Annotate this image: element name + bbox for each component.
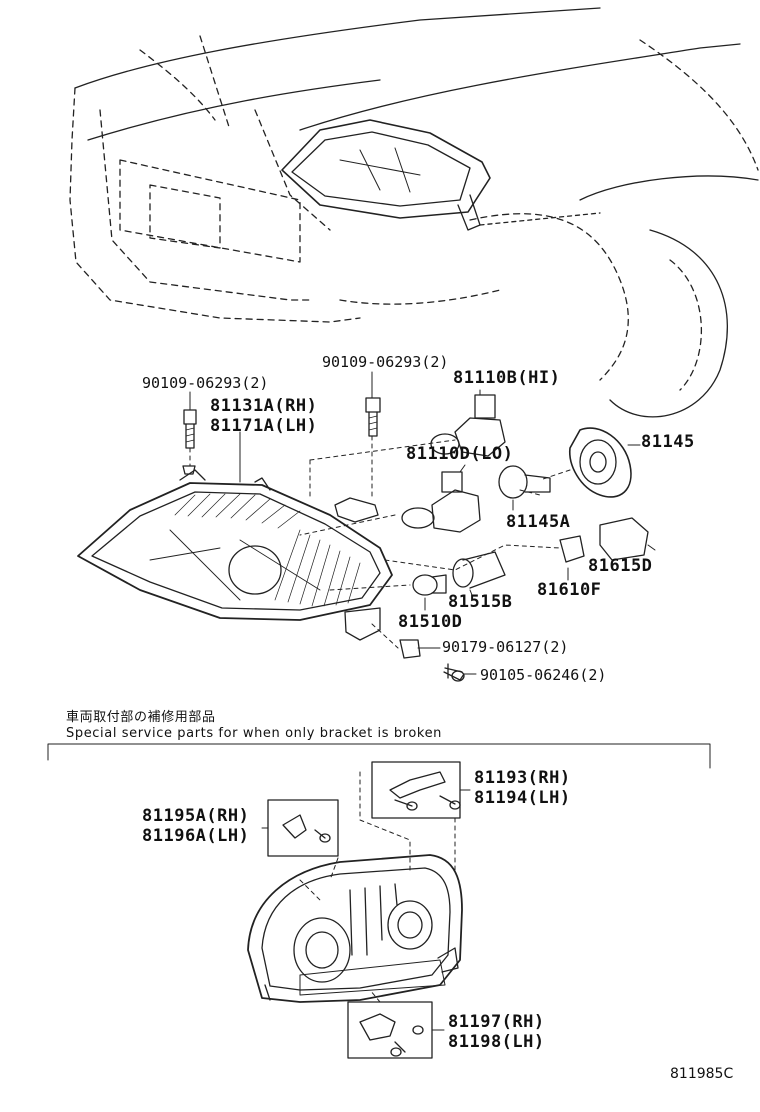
label-bracket-upper-lh: 81194(LH) <box>474 788 571 808</box>
label-socket-b: 81515B <box>448 592 513 612</box>
label-bulb-hi: 81110B(HI) <box>453 368 561 388</box>
label-cap-a: 81145A <box>506 512 571 532</box>
bolt-right-icon <box>334 397 381 523</box>
label-socket-d: 81615D <box>588 556 653 576</box>
cap-a-icon <box>498 465 551 499</box>
leader-lines <box>189 371 656 675</box>
label-bulb-d: 81510D <box>398 612 463 632</box>
note-english: Special service parts for when only brac… <box>66 726 443 741</box>
bulb-hi-icon <box>430 394 506 457</box>
label-socket-cover: 81145 <box>641 432 695 452</box>
side-bracket-icon <box>267 799 339 857</box>
label-bracket-side-lh: 81196A(LH) <box>142 826 250 846</box>
lower-bracket-icon <box>347 1001 433 1059</box>
bulb-lo-icon <box>401 471 481 533</box>
socket-b-icon <box>452 551 506 589</box>
diagram-code: 811985C <box>670 1066 734 1082</box>
screw-icon <box>443 663 465 682</box>
label-bulb-f: 81610F <box>537 580 602 600</box>
label-unit-lh: 81171A(LH) <box>210 416 318 436</box>
bulb-f-icon <box>559 535 585 563</box>
label-bracket-lower-rh: 81197(RH) <box>448 1012 545 1032</box>
label-bulb-lo: 81110D(LO) <box>406 444 514 464</box>
label-bolt-right: 90109-06293(2) <box>322 353 449 371</box>
label-unit-rh: 81131A(RH) <box>210 396 318 416</box>
guide-lines <box>189 435 571 649</box>
label-bracket-lower-lh: 81198(LH) <box>448 1032 545 1052</box>
label-bolt-left: 90109-06293(2) <box>142 374 269 392</box>
label-nut: 90179-06127(2) <box>442 638 569 656</box>
socket-cover-icon <box>569 427 632 498</box>
socket-d-icon <box>599 517 649 561</box>
bracket-section-frame <box>47 743 711 769</box>
bulb-d-icon <box>412 574 447 596</box>
bracket-leader-lines <box>261 789 471 1031</box>
label-bracket-upper-rh: 81193(RH) <box>474 768 571 788</box>
note-japanese: 車両取付部の補修用部品 <box>66 710 216 725</box>
vehicle-front-illustration <box>69 7 759 418</box>
headlamp-rear-illustration <box>247 854 463 1003</box>
label-screw: 90105-06246(2) <box>480 666 607 684</box>
label-bracket-side-rh: 81195A(RH) <box>142 806 250 826</box>
upper-bracket-icon <box>371 761 461 819</box>
headlamp-unit-illustration <box>77 397 393 641</box>
bracket-guide-lines <box>299 771 456 1003</box>
nut-icon <box>399 639 421 659</box>
